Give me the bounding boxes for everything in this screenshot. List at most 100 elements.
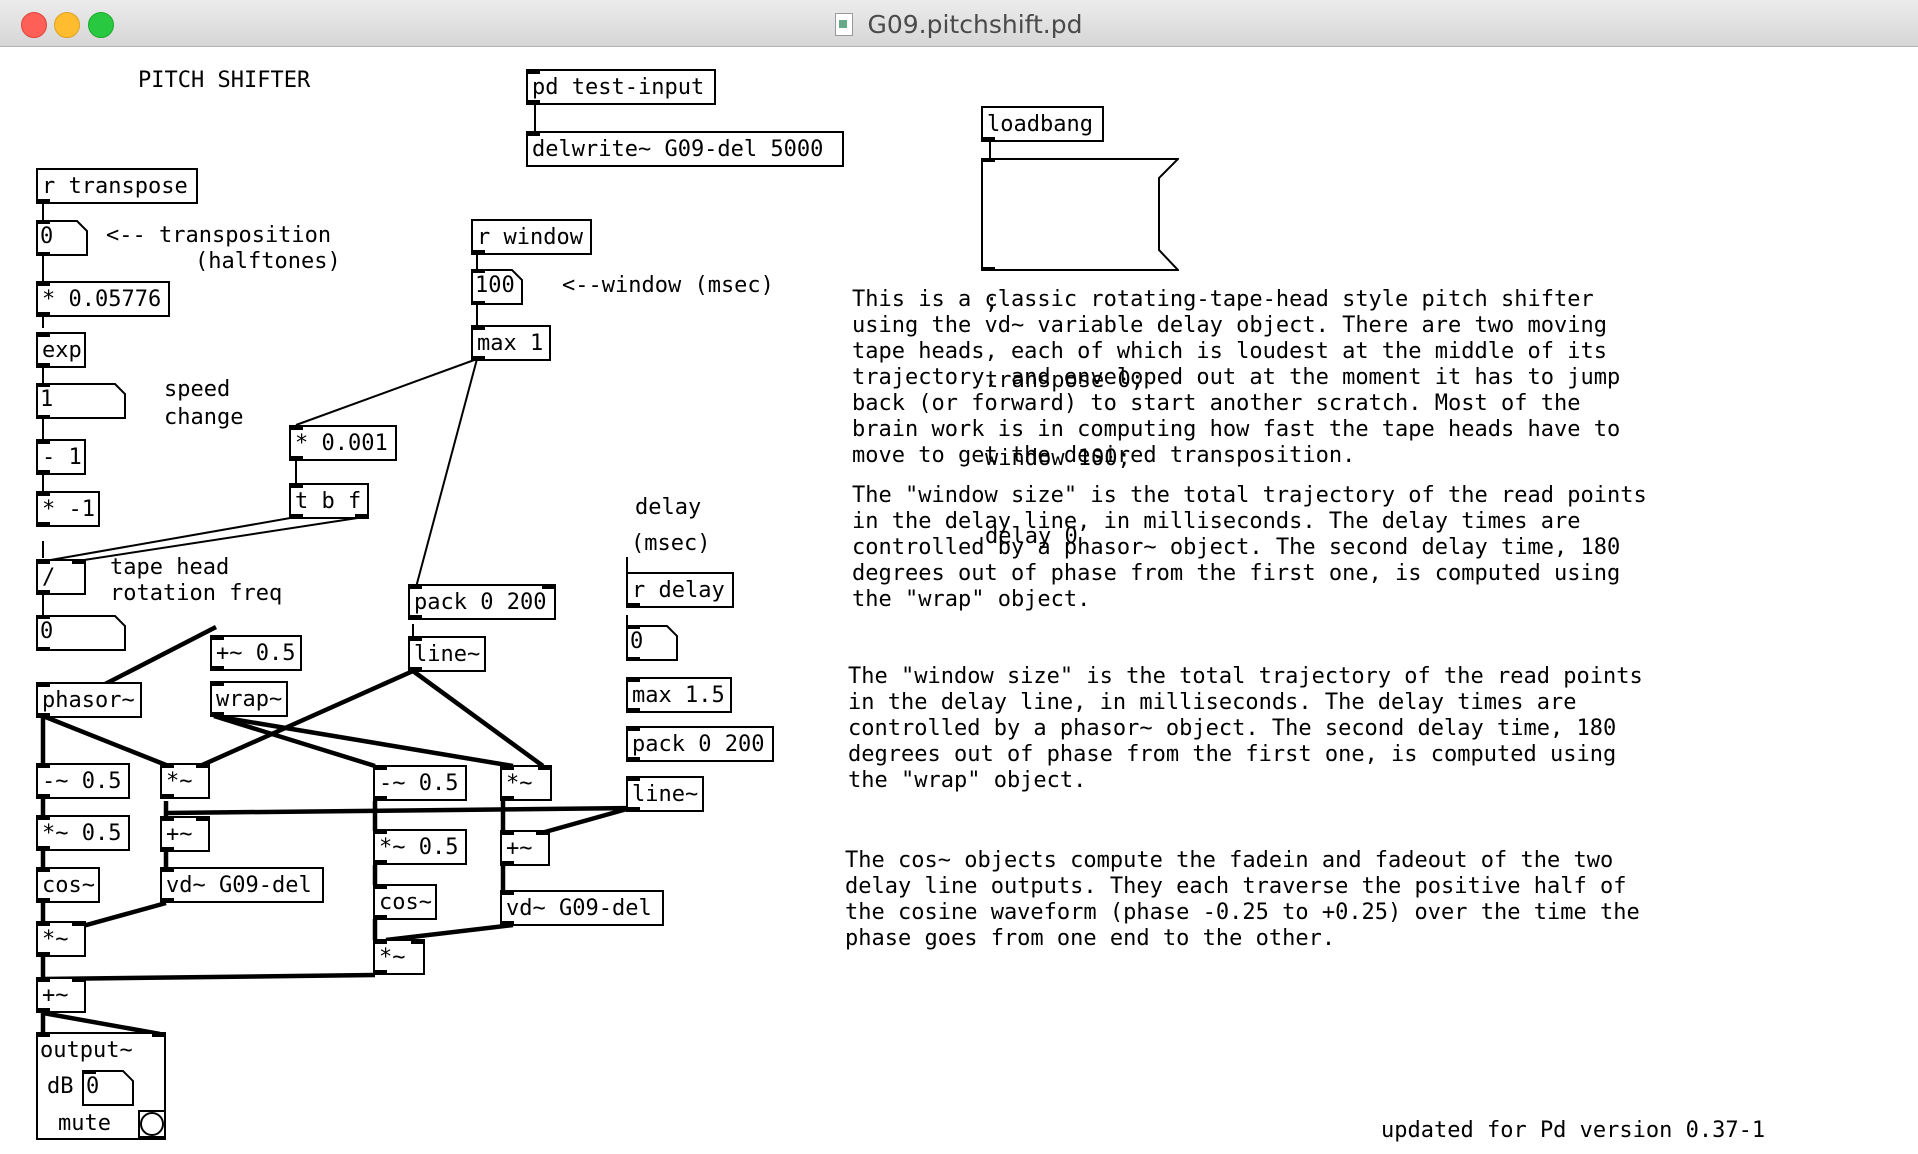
- plus-0-5-object[interactable]: +~ 0.5: [210, 635, 302, 671]
- minus-1-object[interactable]: - 1: [36, 439, 86, 475]
- output-label: output~: [40, 1038, 133, 1063]
- minus-0-5-a-object[interactable]: -~ 0.5: [36, 763, 130, 799]
- vd-b-object[interactable]: vd~ G09-del: [500, 890, 664, 926]
- cos-b-object[interactable]: cos~: [373, 884, 437, 920]
- object-label: phasor~: [42, 688, 135, 713]
- rotation-number-box[interactable]: 0: [36, 615, 126, 651]
- message-box-outline: [981, 158, 1179, 271]
- multiply-a-out-object[interactable]: *~: [36, 921, 86, 957]
- r-window-object[interactable]: r window: [471, 219, 592, 255]
- tape-head-comment: tape head: [110, 555, 230, 580]
- phasor-object[interactable]: phasor~: [36, 682, 142, 718]
- object-label: r window: [477, 225, 583, 250]
- number-value: 100: [475, 273, 515, 298]
- multiply-0-5-a-object[interactable]: *~ 0.5: [36, 815, 130, 851]
- r-transpose-object[interactable]: r transpose: [36, 168, 198, 204]
- object-label: *~: [506, 771, 533, 796]
- number-box-outline: [36, 220, 88, 256]
- explanation-paragraph-1: This is a classic rotating-tape-head sty…: [852, 287, 1621, 468]
- loadbang-object[interactable]: loadbang: [981, 106, 1104, 142]
- window-number-box[interactable]: 100: [471, 269, 523, 305]
- output-db-number-box[interactable]: 0: [82, 1070, 134, 1106]
- object-label: vd~ G09-del: [506, 896, 652, 921]
- multiply-neg1-object[interactable]: * -1: [36, 491, 100, 527]
- object-label: r delay: [632, 578, 725, 603]
- number-value: 0: [86, 1074, 100, 1099]
- multiply-0-5-b-object[interactable]: *~ 0.5: [373, 829, 467, 865]
- multiply-b-window-object[interactable]: *~: [500, 765, 552, 801]
- maximize-button[interactable]: [88, 12, 114, 38]
- delay-comment: delay: [635, 495, 702, 520]
- object-label: r transpose: [42, 174, 188, 199]
- plus-a-object[interactable]: +~: [160, 816, 210, 852]
- object-label: pd test-input: [532, 75, 705, 100]
- window-title-area: G09.pitchshift.pd: [0, 10, 1918, 39]
- object-label: wrap~: [216, 687, 283, 712]
- multiply-a-window-object[interactable]: *~: [160, 763, 210, 799]
- message-line: window 100;: [985, 446, 1131, 471]
- message-line: transpose 0;: [985, 368, 1144, 393]
- object-label: +~: [506, 836, 533, 861]
- number-value: 0: [630, 629, 644, 654]
- max-1-object[interactable]: max 1: [471, 325, 551, 361]
- object-label: t b f: [295, 489, 362, 514]
- minus-0-5-b-object[interactable]: -~ 0.5: [373, 765, 467, 801]
- object-label: max 1: [477, 331, 544, 356]
- plus-output-object[interactable]: +~: [36, 977, 86, 1013]
- object-label: * 0.001: [295, 431, 388, 456]
- max-1-5-object[interactable]: max 1.5: [626, 677, 732, 713]
- number-value: 0: [40, 619, 54, 644]
- message-line: ;: [985, 290, 999, 315]
- object-label: exp: [42, 338, 82, 363]
- r-delay-object[interactable]: r delay: [626, 572, 734, 608]
- multiply-0-001-object[interactable]: * 0.001: [289, 425, 397, 461]
- pack-delay-object[interactable]: pack 0 200: [626, 726, 774, 762]
- object-label: *~ 0.5: [42, 821, 122, 846]
- pd-test-input-object[interactable]: pd test-input: [526, 69, 716, 105]
- pd-document-icon: [835, 13, 854, 36]
- rotation-freq-comment: rotation freq: [110, 581, 283, 606]
- object-label: * -1: [42, 497, 95, 522]
- cos-a-object[interactable]: cos~: [36, 867, 100, 903]
- line-delay-object[interactable]: line~: [626, 776, 704, 812]
- window-comment: <--window (msec): [562, 273, 774, 298]
- object-label: *~: [166, 769, 193, 794]
- patch-canvas[interactable]: PITCH SHIFTER pd test-input delwrite~ G0…: [0, 47, 1918, 1154]
- object-label: pack 0 200: [632, 732, 765, 757]
- speed-comment: speed: [164, 377, 231, 402]
- delay-number-box[interactable]: 0: [626, 625, 678, 661]
- number-value: 0: [40, 224, 54, 249]
- object-label: line~: [414, 642, 481, 667]
- delwrite-object[interactable]: delwrite~ G09-del 5000: [526, 131, 844, 167]
- line-window-object[interactable]: line~: [408, 636, 486, 672]
- transposition-number-box[interactable]: 0: [36, 220, 88, 256]
- init-message-box[interactable]: ; transpose 0; window 100; delay 0: [981, 158, 1179, 549]
- plus-b-object[interactable]: +~: [500, 830, 550, 866]
- pack-window-object[interactable]: pack 0 200: [408, 584, 556, 620]
- object-label: delwrite~ G09-del 5000: [532, 137, 824, 162]
- object-label: max 1.5: [632, 683, 725, 708]
- mute-toggle-button[interactable]: [138, 1110, 166, 1138]
- divide-object[interactable]: /: [36, 559, 86, 595]
- number-box-outline: [626, 625, 678, 661]
- object-label: * 0.05776: [42, 287, 162, 312]
- object-label: +~ 0.5: [216, 641, 296, 666]
- multiply-b-out-object[interactable]: *~: [373, 939, 425, 975]
- trigger-bang-float-object[interactable]: t b f: [289, 483, 369, 519]
- minimize-button[interactable]: [54, 12, 80, 38]
- object-label: loadbang: [987, 112, 1093, 137]
- close-button[interactable]: [21, 12, 47, 38]
- output-abstraction[interactable]: output~ dB 0 mute: [36, 1032, 166, 1140]
- output-db-label: dB: [47, 1074, 74, 1099]
- object-label: cos~: [42, 873, 95, 898]
- speed-number-box[interactable]: 1: [36, 383, 126, 419]
- bang-circle-icon: [140, 1112, 164, 1136]
- explanation-paragraph-2: The "window size" is the total trajector…: [852, 483, 1647, 612]
- exp-object[interactable]: exp: [36, 332, 86, 368]
- vd-a-object[interactable]: vd~ G09-del: [160, 867, 324, 903]
- message-line: delay 0: [985, 524, 1078, 549]
- number-box-outline: [36, 383, 126, 419]
- wrap-object[interactable]: wrap~: [210, 681, 288, 717]
- multiply-0-05776-object[interactable]: * 0.05776: [36, 281, 170, 317]
